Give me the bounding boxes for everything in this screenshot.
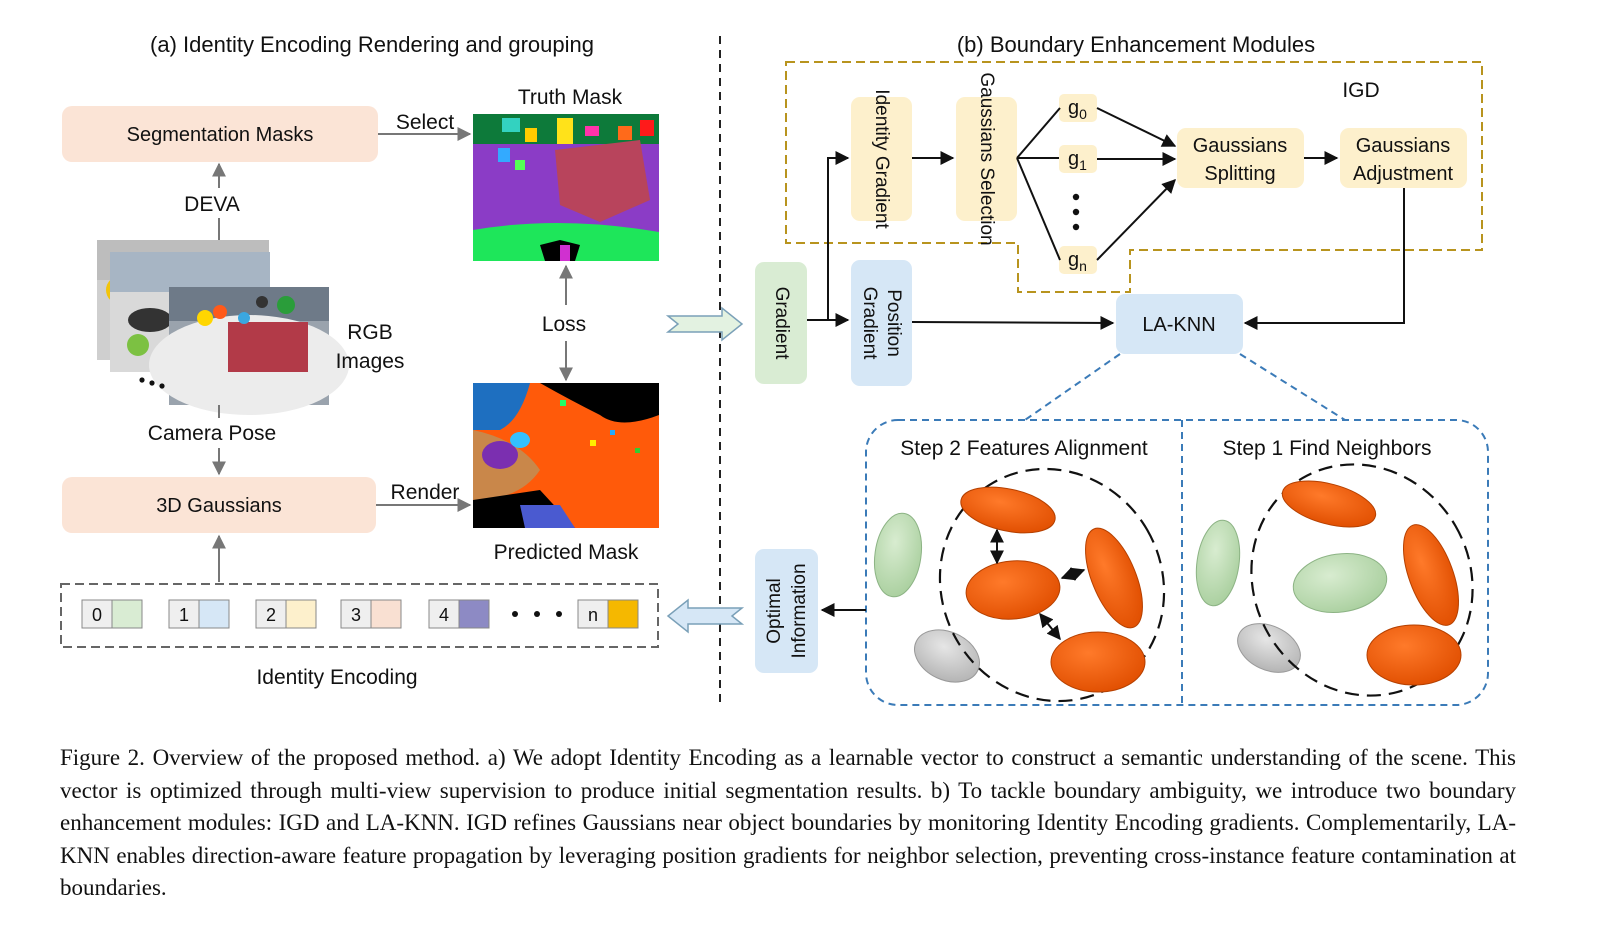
identity-gradient-box: Identity Gradient: [851, 89, 912, 229]
ellipsis-dot: [1072, 208, 1080, 216]
predicted-mask-image: [473, 383, 659, 528]
ellipsis-dot: [534, 611, 540, 617]
encoding-cell: 1: [168, 599, 230, 629]
rgb-images-stack: [97, 240, 349, 415]
encoding-cells: 0 1 2 3 4 n: [81, 599, 639, 629]
gn-label: gn: [1068, 249, 1087, 274]
position-gradient-line2: Gradient: [859, 287, 880, 361]
encoding-cell-label: n: [588, 605, 598, 625]
truth-mask-image: [473, 114, 659, 261]
loss-label: Loss: [542, 313, 586, 336]
gaussians-adjustment-box: Gaussians Adjustment: [1340, 128, 1467, 188]
gaussians-3d-box: 3D Gaussians: [62, 477, 376, 533]
igd-dashed-region: [785, 61, 1483, 293]
rgb-label-line2: Images: [336, 350, 405, 373]
gaussian-green: [873, 512, 923, 598]
gaussian-orange: [1050, 631, 1146, 693]
gaussians-selection-box: Gaussians Selection: [956, 72, 1017, 246]
encoding-cell-label: 0: [92, 605, 102, 625]
ellipsis-dot: [1072, 223, 1080, 231]
g-nodes: g0 g1 gn: [1059, 94, 1097, 274]
gaussians-3d-label: 3D Gaussians: [156, 495, 282, 517]
method-diagram: (a) Identity Encoding Rendering and grou…: [60, 32, 1489, 706]
ellipsis-dot: [1072, 193, 1080, 201]
gaussian-green: [1195, 519, 1241, 607]
flow-right-arrow-icon: [665, 306, 744, 342]
camera-pose-label: Camera Pose: [148, 422, 276, 445]
encoding-cell-label: 2: [266, 605, 276, 625]
gradient-label: Gradient: [771, 287, 792, 361]
gaussian-orange: [1403, 524, 1459, 626]
left-panel-title: (a) Identity Encoding Rendering and grou…: [150, 32, 594, 57]
flow-left-arrow-icon: [666, 598, 745, 634]
gaussians-selection-label: Gaussians Selection: [976, 72, 997, 245]
truth-mask-label: Truth Mask: [518, 86, 623, 109]
optimal-line1: Optimal: [764, 578, 785, 643]
segmentation-masks-box: Segmentation Masks: [62, 106, 378, 162]
ellipsis-dot: [556, 611, 562, 617]
encoding-cell: 3: [340, 599, 402, 629]
gaussian-gray: [1237, 623, 1301, 673]
gaussian-orange: [1366, 624, 1462, 686]
select-label: Select: [396, 111, 455, 134]
gaussian-gray: [914, 629, 980, 683]
encoding-cell-label: 1: [179, 605, 189, 625]
step1-gaussians: [1195, 463, 1474, 697]
igd-label: IGD: [1342, 79, 1379, 102]
deva-label: DEVA: [184, 193, 240, 216]
gaussians-splitting-line2: Splitting: [1204, 163, 1275, 185]
gaussians-splitting-line1: Gaussians: [1193, 135, 1288, 157]
position-gradient-line1: Position: [883, 289, 904, 357]
encoding-cell: 2: [255, 599, 317, 629]
figure-caption: Figure 2. Overview of the proposed metho…: [60, 745, 1516, 900]
encoding-cell-label: 4: [439, 605, 449, 625]
render-label: Render: [391, 481, 460, 504]
gaussian-orange: [960, 486, 1056, 534]
segmentation-masks-label: Segmentation Masks: [127, 124, 314, 146]
step2-gaussians: [873, 467, 1166, 703]
identity-encoding-box: [60, 583, 659, 648]
step2-label: Step 2 Features Alignment: [900, 437, 1148, 460]
identity-gradient-label: Identity Gradient: [871, 89, 892, 229]
encoding-cell-label: 3: [351, 605, 361, 625]
gaussian-orange: [1085, 527, 1143, 629]
predicted-mask-label: Predicted Mask: [494, 541, 639, 564]
right-panel-title: (b) Boundary Enhancement Modules: [957, 32, 1315, 57]
la-knn-box: LA-KNN: [1116, 294, 1243, 354]
encoding-cell: n: [577, 599, 639, 629]
encoding-cell: 0: [81, 599, 143, 629]
gaussian-green: [1292, 553, 1388, 613]
gaussians-adjustment-line2: Adjustment: [1353, 163, 1453, 185]
gaussians-splitting-box: Gaussians Splitting: [1177, 128, 1304, 188]
step1-label: Step 1 Find Neighbors: [1223, 437, 1432, 460]
identity-encoding-label: Identity Encoding: [256, 666, 417, 689]
g1-label: g1: [1068, 148, 1087, 173]
gradient-box: Gradient: [755, 262, 807, 384]
optimal-information-box: Optimal Information: [755, 549, 818, 673]
rgb-label-line1: RGB: [347, 321, 393, 344]
gaussians-adjustment-line1: Gaussians: [1356, 135, 1451, 157]
g0-label: g0: [1068, 97, 1087, 122]
optimal-line2: Information: [789, 563, 810, 658]
la-knn-detail-region: [865, 419, 1489, 706]
gaussian-orange: [965, 560, 1061, 620]
la-knn-label: LA-KNN: [1142, 314, 1215, 336]
position-gradient-box: Position Gradient: [851, 260, 912, 386]
encoding-cell: 4: [428, 599, 490, 629]
gaussian-orange: [1281, 480, 1377, 528]
ellipsis-dot: [512, 611, 518, 617]
